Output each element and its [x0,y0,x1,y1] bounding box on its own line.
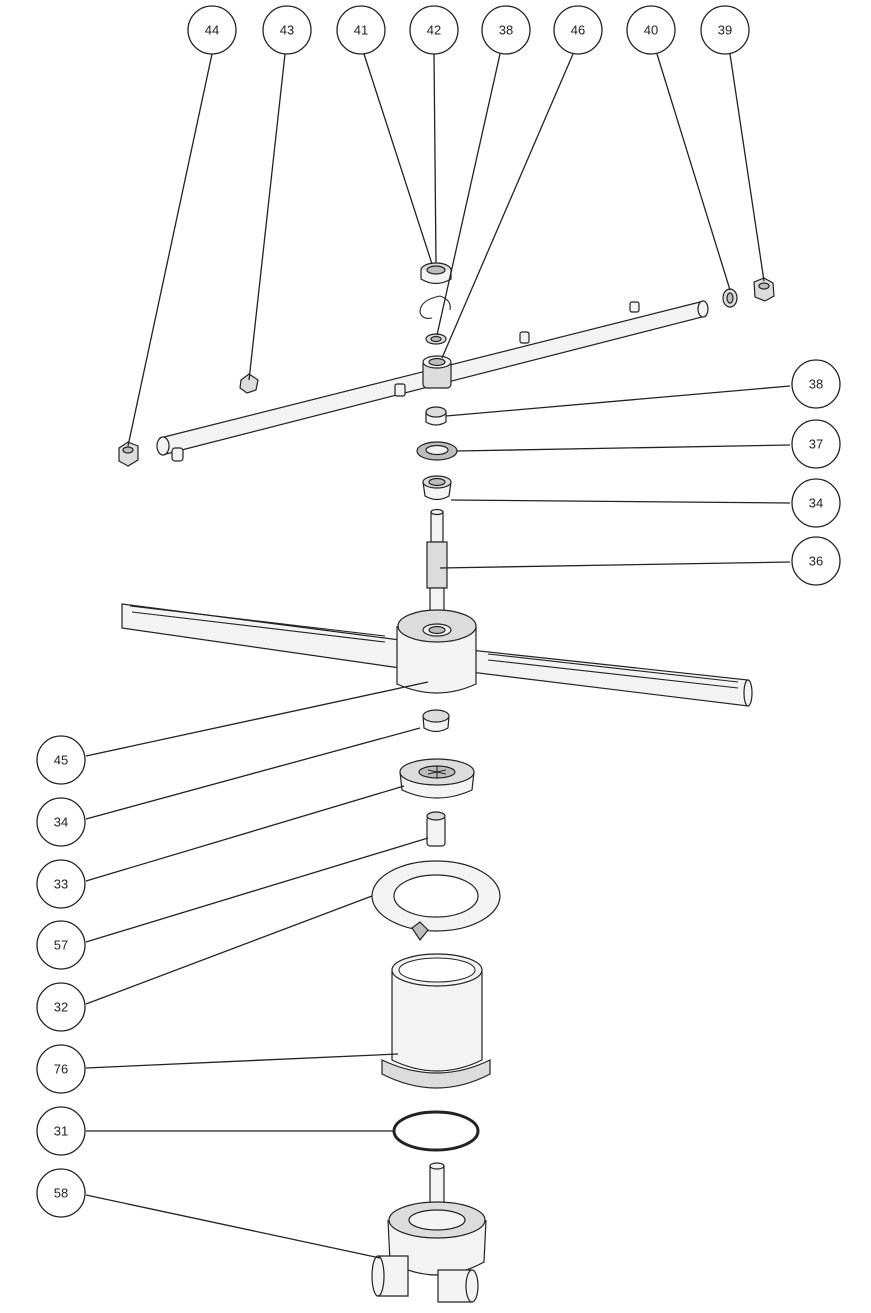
callout-42-label: 42 [427,23,441,38]
callout-46-label: 46 [571,23,585,38]
callout-41-label: 41 [354,23,368,38]
callout-36-label: 36 [809,554,823,569]
callout-76: 76 [36,1044,86,1094]
part-31-o-ring [392,1110,480,1152]
callout-31: 31 [36,1106,86,1156]
part-40-ring [722,288,738,308]
part-45-lower-spray-arm [121,603,753,707]
part-57-pin [426,811,446,847]
part-76-cylinder [381,953,491,1089]
callout-31-label: 31 [54,1124,68,1139]
callout-38-top: 38 [481,5,531,55]
callout-45-label: 45 [54,753,68,768]
part-37-washer [416,441,458,461]
part-58-pump [371,1162,487,1303]
callout-76-label: 76 [54,1062,68,1077]
callout-33-label: 33 [54,877,68,892]
callout-34-lower-label: 34 [54,815,68,830]
part-38-washer-top [425,333,447,345]
callout-38-mid-label: 38 [809,377,823,392]
part-34-sleeve-lower [422,709,450,733]
callout-58-label: 58 [54,1186,68,1201]
part-33-base [399,758,475,799]
callout-34-upper: 34 [791,478,841,528]
callout-32-label: 32 [54,1000,68,1015]
callout-34-lower: 34 [36,797,86,847]
callout-34-upper-label: 34 [809,496,823,511]
callout-45: 45 [36,735,86,785]
callout-40: 40 [626,5,676,55]
callout-43: 43 [262,5,312,55]
part-38-bushing [425,406,447,426]
part-36-shaft [426,508,448,617]
callout-32: 32 [36,982,86,1032]
leader-lines [85,53,791,1259]
callout-58: 58 [36,1168,86,1218]
part-44-nut [118,441,139,467]
callout-41: 41 [336,5,386,55]
part-42-cap [420,262,452,285]
callout-39: 39 [700,5,750,55]
callout-38-top-label: 38 [499,23,513,38]
callout-39-label: 39 [718,23,732,38]
part-39-nut [753,277,775,302]
callout-42: 42 [409,5,459,55]
callout-43-label: 43 [280,23,294,38]
callout-37-label: 37 [809,437,823,452]
callout-57: 57 [36,920,86,970]
callout-57-label: 57 [54,938,68,953]
callout-44: 44 [187,5,237,55]
callout-33: 33 [36,859,86,909]
callout-44-label: 44 [205,23,219,38]
callout-37: 37 [791,419,841,469]
part-43-nozzle [239,373,259,394]
callout-38-mid: 38 [791,359,841,409]
callout-46: 46 [553,5,603,55]
part-32-gasket [371,860,501,942]
callout-40-label: 40 [644,23,658,38]
upper-spray-arm [156,300,709,462]
part-34-sleeve-upper [422,475,452,501]
part-41-clip [419,295,451,319]
callout-36: 36 [791,536,841,586]
